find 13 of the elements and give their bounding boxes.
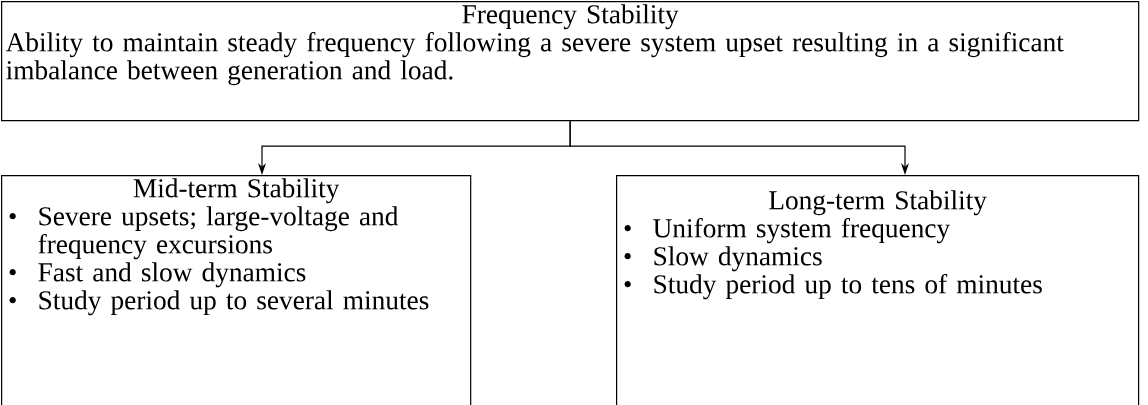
text-box <box>1 1 1140 122</box>
bullet-item: Severe upsets; large-voltage and frequency excursions <box>38 206 399 260</box>
box-title: Frequency Stability <box>462 4 679 30</box>
box-title: Long-term Stability <box>769 190 987 216</box>
bullet-item: Fast and slow dynamics <box>38 262 306 288</box>
description-text: Ability to maintain steady frequency following a severe system upset resulting in a significant imbalance between generation and load. <box>5 32 1064 86</box>
bullet-item: Study period up to several minutes <box>39 290 429 316</box>
bullet-item: Study period up to tens of minutes <box>654 274 1042 300</box>
text-box <box>1 175 472 405</box>
bullet-item: Uniform system frequency <box>653 218 951 244</box>
text-box <box>616 175 1140 405</box>
bullet-item: Slow dynamics <box>654 246 822 272</box>
box-title: Mid-term Stability <box>133 178 340 204</box>
